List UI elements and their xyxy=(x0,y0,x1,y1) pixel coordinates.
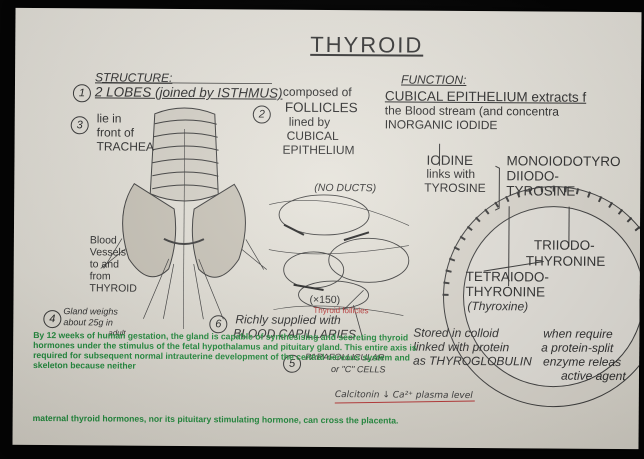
to-and-text: to and xyxy=(90,258,119,270)
thyroid-slide: THYROID STRUCTURE: 1 2 LOBES (joined by … xyxy=(12,8,641,449)
no-ducts-text: (NO DUCTS) xyxy=(314,182,376,194)
from-text: from xyxy=(90,270,111,282)
front-of-text: front of xyxy=(97,126,134,139)
when-line-1: when require xyxy=(543,328,612,341)
lie-in-text: lie in xyxy=(97,112,122,125)
when-line-4: active agent xyxy=(561,370,626,383)
lobes-text: 2 LOBES (joined by ISTHMUS) xyxy=(95,84,283,100)
diiodo-label: DIIODO- xyxy=(506,168,559,183)
function-heading: FUNCTION: xyxy=(401,73,466,87)
item-2-number: 2 xyxy=(253,105,271,123)
vessels-text: Vessels xyxy=(90,246,126,258)
item-3-number: 3 xyxy=(71,116,89,134)
function-line-1: CUBICAL EPITHELIUM extracts f xyxy=(385,88,586,104)
magnification-text: (×150) xyxy=(309,294,340,306)
when-line-3: enzyme releas xyxy=(543,356,621,370)
function-line-1-text: CUBICAL EPITHELIUM extracts f xyxy=(385,88,586,104)
gland-weighs-text: Gland weighs xyxy=(63,306,118,316)
triiodo-label: TRIIODO- xyxy=(534,237,595,252)
structure-heading: STRUCTURE: xyxy=(95,70,172,85)
function-line-2: the Blood stream (and concentra xyxy=(385,104,559,118)
lined-by-text: lined by xyxy=(289,116,330,129)
composed-of-text: composed of xyxy=(283,86,352,99)
function-line-3: INORGANIC IODIDE xyxy=(385,118,498,132)
cubical-label: CUBICAL xyxy=(287,130,339,143)
item-4-number: 4 xyxy=(43,310,61,328)
epithelium-label: EPITHELIUM xyxy=(283,144,355,158)
thyronine-2-label: THYRONINE xyxy=(466,284,546,300)
when-line-2: a protein-split xyxy=(541,341,613,355)
calcitonin-note: Calcitonin ↓ Ca²⁺ plasma level xyxy=(335,390,473,401)
trachea-label: TRACHEA xyxy=(97,140,154,153)
tyrosine-label: TYROSINE xyxy=(424,182,485,195)
richly-supplied-text: Richly supplied with xyxy=(235,313,340,327)
links-with-text: links with xyxy=(426,168,475,181)
tetraiodo-label: TETRAIODO- xyxy=(466,269,549,285)
about-text: about 25g in xyxy=(63,317,113,327)
slide-title: THYROID xyxy=(310,32,423,59)
monoiodotyrosine-label: MONOIODOTYRO xyxy=(506,153,620,169)
thyroxine-label: (Thyroxine) xyxy=(467,300,528,313)
blood-text: Blood xyxy=(90,234,117,246)
follicles-label: FOLLICLES xyxy=(285,100,358,116)
green-gestation-paragraph: By 12 weeks of human gestation, the glan… xyxy=(33,330,433,373)
red-handwritten-note: Thyroid follicles xyxy=(313,306,368,315)
iodine-label: IODINE xyxy=(426,153,473,168)
thyroid-label: THYROID xyxy=(90,282,137,294)
tyrosine-2-label: TYROSINE xyxy=(506,183,575,198)
item-1-number: 1 xyxy=(73,84,91,102)
thyronine-1-label: THYRONINE xyxy=(526,253,606,269)
